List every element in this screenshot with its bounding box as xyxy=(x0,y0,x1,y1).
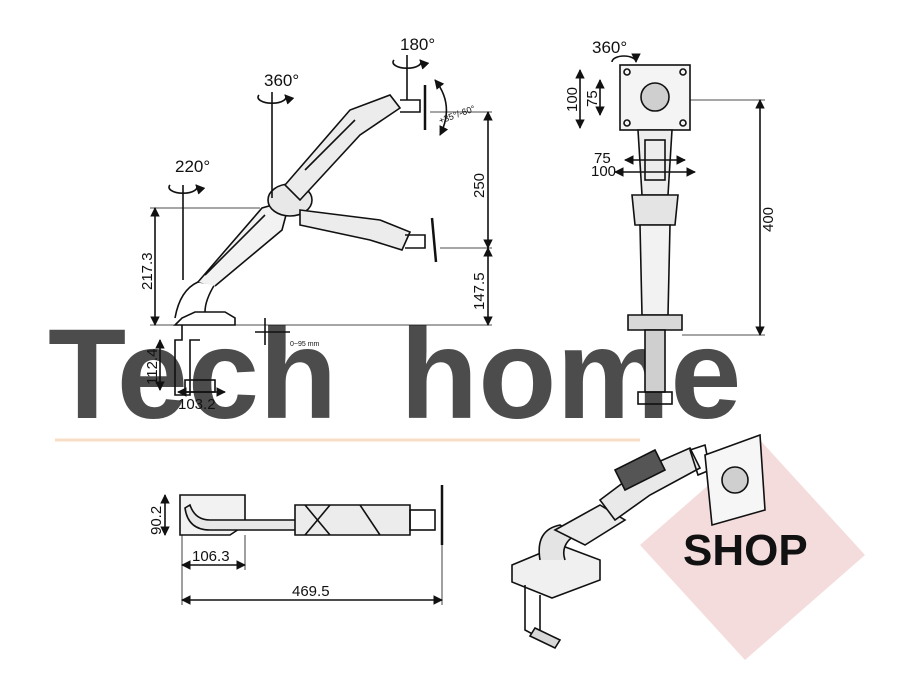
front-view-labels: 360° 100 75 75 100 400 xyxy=(564,38,777,232)
side-head-joint-top xyxy=(400,99,421,113)
top-upper-arm xyxy=(294,504,411,536)
front-vesa-center xyxy=(640,82,670,112)
rotate-arc-head xyxy=(392,59,430,70)
front-rotate-arc xyxy=(611,53,641,63)
watermark-brand-tech: Tech xyxy=(48,303,337,446)
label-front-height: 400 xyxy=(760,207,777,232)
side-view-labels: 220° 360° 180° +35°/-60° 217.3 250 147.5… xyxy=(139,35,488,413)
label-vesa-outer-h: 100 xyxy=(591,163,616,180)
label-clamp-depth: 112.4 xyxy=(144,349,161,385)
label-rotation-arm: 360° xyxy=(264,71,299,90)
side-upper-arm-lowered xyxy=(299,209,412,251)
shop-badge-diamond xyxy=(640,440,865,660)
label-base-width: 106.3 xyxy=(192,548,230,565)
front-base xyxy=(627,314,683,331)
side-vesa-plate-bottom xyxy=(430,217,438,263)
rotate-arc-base xyxy=(168,184,206,195)
front-clamp-screw xyxy=(644,329,666,393)
watermark: Tech home xyxy=(48,303,741,446)
top-head-joint xyxy=(409,509,436,531)
label-arm-height: 217.3 xyxy=(139,252,156,290)
front-clamp-knob xyxy=(637,391,673,405)
label-vesa-outer-v: 100 xyxy=(564,87,581,112)
tilt-arc xyxy=(434,79,449,136)
side-view xyxy=(150,55,493,397)
side-clamp xyxy=(174,325,200,396)
shop-badge: SHOP xyxy=(640,440,865,660)
rotate-arc-arm xyxy=(257,94,295,105)
iso-lower-arm xyxy=(553,504,627,546)
side-upper-arm-raised xyxy=(283,94,402,202)
top-view xyxy=(160,485,444,605)
label-vesa-inner-v: 75 xyxy=(584,90,601,107)
top-view-labels: 90.2 106.3 469.5 xyxy=(148,506,330,600)
iso-vesa-center xyxy=(721,466,749,494)
front-elbow xyxy=(631,194,679,226)
label-upper-travel: 250 xyxy=(471,173,488,198)
label-lower-height: 147.5 xyxy=(471,272,488,310)
label-front-rotation: 360° xyxy=(592,38,627,57)
front-lower-arm xyxy=(639,224,671,316)
shop-badge-label: SHOP xyxy=(683,526,808,575)
label-clamp-width: 103.2 xyxy=(178,396,216,413)
iso-gas-spring xyxy=(613,448,667,492)
label-small-range: 0~95 mm xyxy=(290,341,320,348)
watermark-brand-home: home xyxy=(400,303,741,446)
front-view xyxy=(575,53,765,405)
label-vesa-inner-h: 75 xyxy=(594,150,611,167)
label-tilt: +35°/-60° xyxy=(437,103,476,126)
label-total-length: 469.5 xyxy=(292,583,330,600)
iso-clamp-knob xyxy=(528,626,562,650)
label-base-depth: 90.2 xyxy=(148,506,165,535)
label-rotation-head: 180° xyxy=(400,35,435,54)
side-head-joint-bottom xyxy=(405,234,426,249)
label-rotation-base: 220° xyxy=(175,157,210,176)
isometric-view xyxy=(511,433,766,650)
